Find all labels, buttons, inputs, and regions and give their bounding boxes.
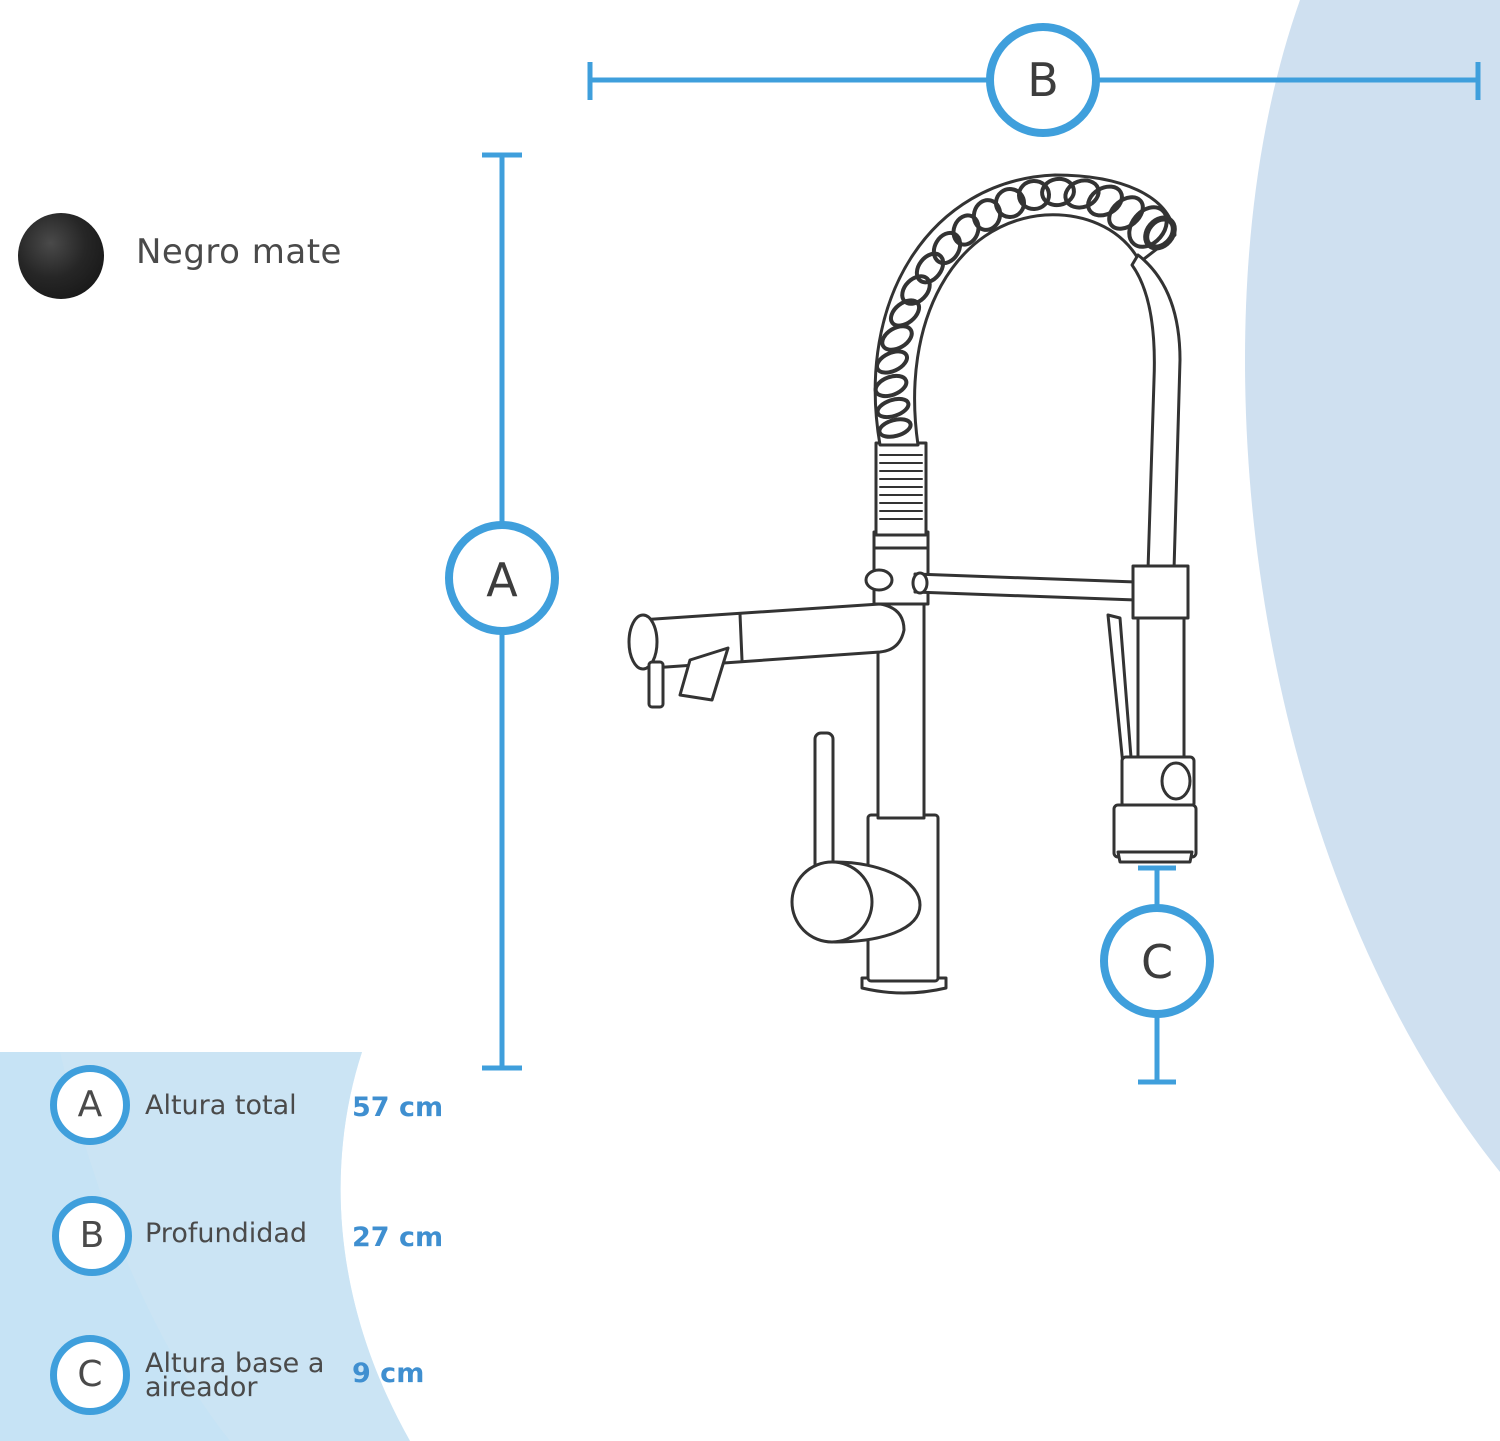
legend-name-a: Altura total: [145, 1090, 297, 1121]
faucet-side-spout-lever: [678, 646, 730, 702]
faucet-sprayer-trigger: [1106, 613, 1134, 777]
faucet-side-spout: [638, 602, 906, 670]
legend-row-a: A Altura total 57 cm: [0, 1064, 460, 1154]
dimension-c: [1100, 865, 1214, 1085]
dimension-a-label: A: [486, 553, 518, 607]
legend-name-c-line1: Altura base a: [145, 1348, 325, 1379]
dimension-b: [587, 23, 1481, 137]
faucet-pull-hose: [1130, 253, 1182, 572]
dimension-c-label: C: [1141, 935, 1173, 989]
legend-name-b: Profundidad: [145, 1218, 308, 1249]
legend-row-c: C Altura base a aireador 9 cm: [0, 1334, 460, 1424]
right-background-panel: [1245, 0, 1500, 1172]
legend-value-a: 57 cm: [352, 1092, 444, 1123]
faucet-spring-coils: [873, 176, 1177, 439]
faucet-spring-sleeve: [874, 441, 928, 537]
faucet-aerator: [1112, 803, 1198, 859]
faucet-hose-holder: [1131, 564, 1190, 620]
bottom-left-panel-shade: [60, 1052, 410, 1441]
legend-value-b: 27 cm: [352, 1222, 444, 1253]
legend-name-c-line2: aireador: [145, 1372, 258, 1403]
legend-badge-c: C: [50, 1335, 130, 1415]
finish-label: Negro mate: [136, 232, 342, 272]
faucet-side-spout-tip: [647, 660, 665, 709]
legend-row-b: B Profundidad 27 cm: [0, 1196, 460, 1286]
faucet-connecting-arm: [913, 572, 1138, 602]
legend-badge-a: A: [50, 1065, 130, 1145]
dimension-b-label: B: [1027, 53, 1059, 107]
faucet-lever-cap: [790, 860, 874, 944]
finish-color-swatch: [18, 213, 104, 299]
dimension-a: [445, 152, 559, 1071]
faucet-lever-stem: [813, 731, 835, 885]
faucet-drawing: [627, 173, 1198, 995]
faucet-pivot-knob: [864, 568, 894, 592]
legend-value-c: 9 cm: [352, 1358, 425, 1389]
legend-badge-b: B: [52, 1196, 132, 1276]
faucet-sprayer-body: [1136, 616, 1186, 762]
